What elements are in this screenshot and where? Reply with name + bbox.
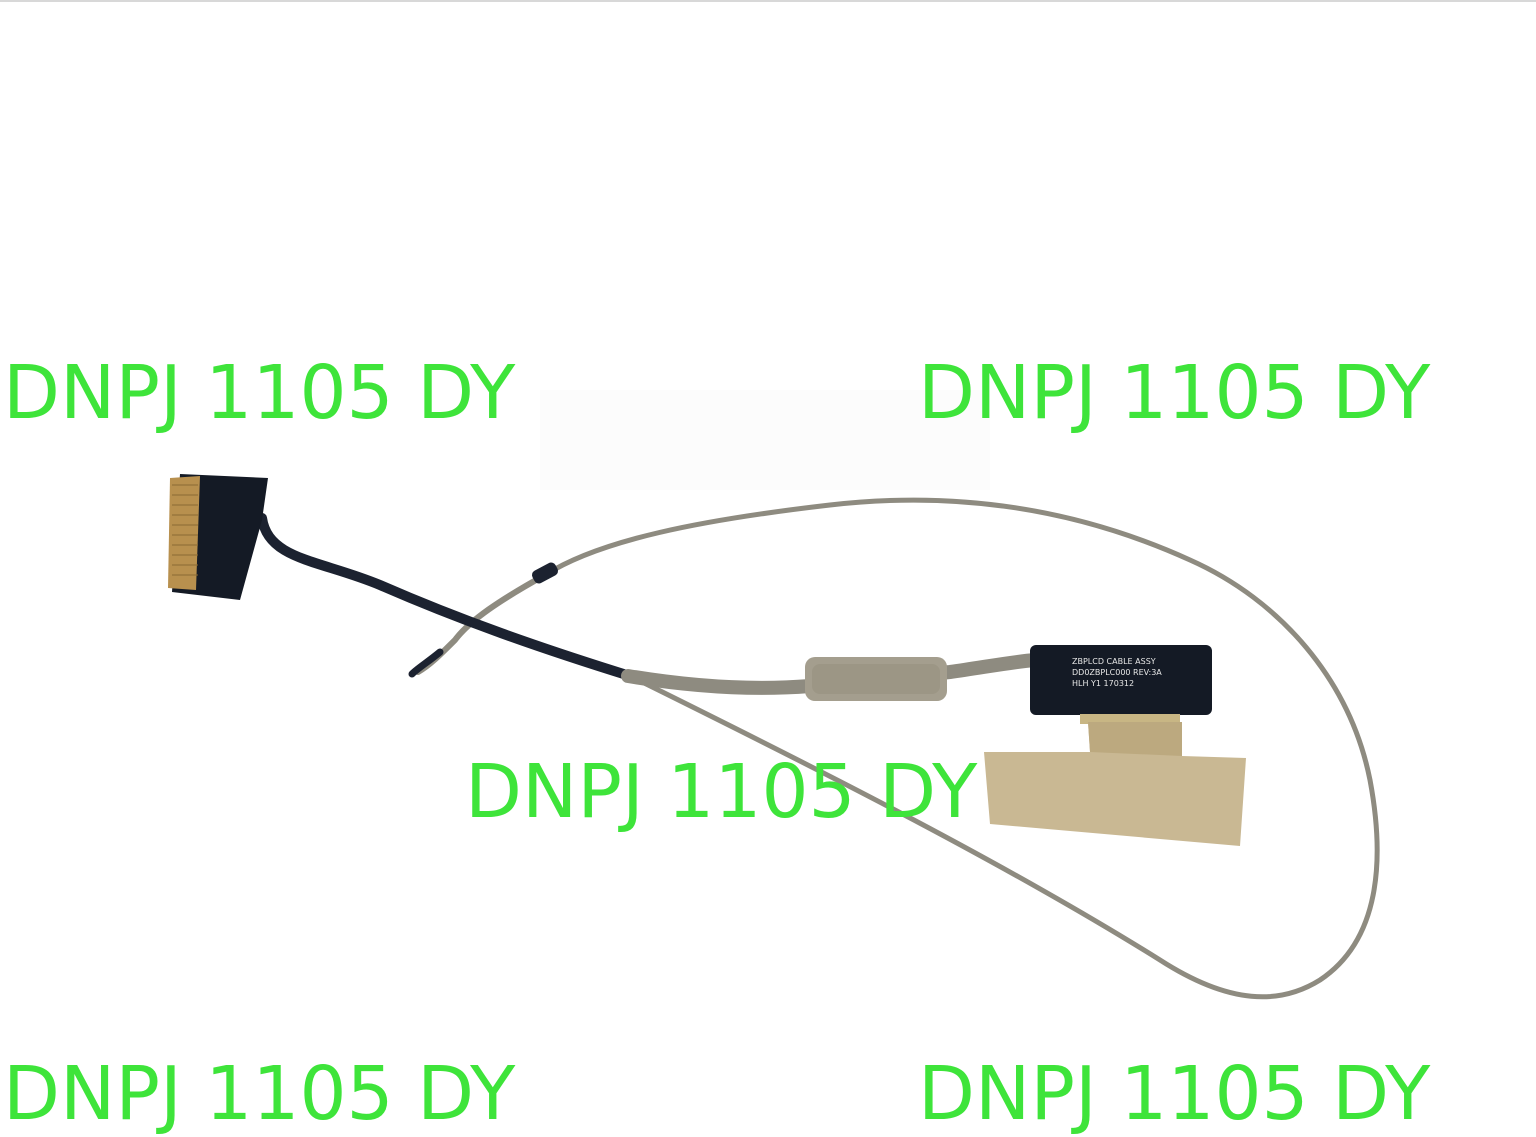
tape-wrap-shade [812, 664, 940, 694]
watermark-bottom-left: DNPJ 1105 DY [3, 1051, 516, 1137]
black-sleeve [531, 562, 559, 584]
background-panel [540, 390, 990, 490]
adhesive-tape-edge [1088, 722, 1182, 756]
cable-label-line3: HLH Y1 170312 [1072, 679, 1134, 688]
watermark-top-left: DNPJ 1105 DY [3, 350, 516, 436]
gray-bundle [621, 653, 1042, 695]
cable-tip [408, 648, 444, 678]
cable-label-line2: DD0ZBPLC000 REV:3A [1072, 668, 1162, 677]
gray-loop-cable [542, 497, 1380, 1000]
watermark-center: DNPJ 1105 DY [465, 749, 978, 835]
top-border [0, 0, 1536, 2]
watermark-top-right: DNPJ 1105 DY [918, 350, 1431, 436]
cable-label-line1: ZBPLCD CABLE ASSY [1072, 657, 1156, 666]
right-connector: ZBPLCD CABLE ASSY DD0ZBPLC000 REV:3A HLH… [1030, 645, 1212, 724]
left-connector [168, 474, 268, 600]
watermark-bottom-right: DNPJ 1105 DY [918, 1051, 1431, 1137]
black-cable [257, 513, 635, 681]
